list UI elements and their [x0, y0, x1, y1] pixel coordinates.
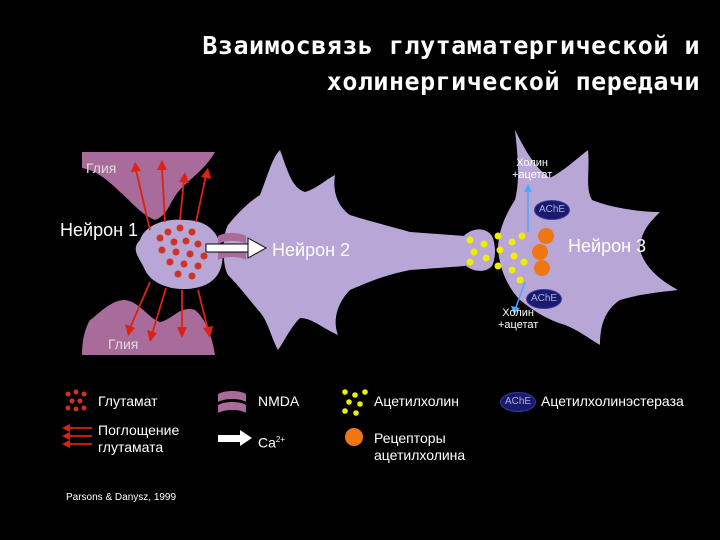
- glutamate-vesicles: [156, 224, 208, 280]
- legend-acetylcholine-label: Ацетилхолин: [374, 393, 459, 409]
- neuron-2-knob: [462, 229, 495, 271]
- legend-ach-receptors-label: Рецепторы ацетилхолина: [374, 430, 466, 463]
- neuron-1-label: Нейрон 1: [60, 220, 139, 240]
- neuron-2-label: Нейрон 2: [272, 240, 351, 260]
- legend-uptake-label: Поглощение глутамата: [98, 422, 180, 455]
- citation: Parsons & Danysz, 1999: [66, 492, 177, 503]
- legend-nmda-label: NMDA: [258, 393, 300, 409]
- legend-ache-badge: AChE: [500, 392, 536, 412]
- title-line-1: Взаимосвязь глутаматергической и: [202, 31, 700, 60]
- legend-glutamate-label: Глутамат: [98, 393, 158, 409]
- calcium-influx-arrow: [205, 237, 268, 259]
- legend-calcium-label: Ca2+: [258, 431, 285, 452]
- choline-acetate-top-label: Холин +ацетат: [512, 157, 553, 181]
- choline-acetate-bottom-label: Холин +ацетат: [498, 307, 539, 331]
- title-line-2: холинергической передачи: [326, 67, 700, 96]
- legend-nmda-glyph: [218, 391, 246, 413]
- legend-uptake-glyph: [62, 424, 92, 448]
- nmda-receptor-upper: [218, 233, 246, 244]
- acetylcholine-vesicles: [466, 232, 528, 284]
- legend-glutamate-glyph: [65, 389, 87, 412]
- ache-bottom-badge: AChE: [526, 289, 562, 309]
- legend-acetylcholine-glyph: [342, 389, 368, 416]
- glia-top: [82, 152, 215, 220]
- legend-ache-label: Ацетилхолинэстераза: [541, 393, 684, 409]
- legend-calcium-text: Ca: [258, 434, 276, 451]
- legend-receptor-glyph: [345, 428, 363, 446]
- neuron-3-label: Нейрон 3: [568, 236, 647, 256]
- glia-bottom-label: Глия: [108, 336, 139, 352]
- legend-calcium-glyph: [218, 430, 252, 446]
- acetylcholine-receptors: [532, 228, 554, 276]
- choline-arrowhead-bottom: [511, 306, 520, 314]
- choline-arrowhead-top: [524, 184, 532, 192]
- legend-calcium-sup: 2+: [275, 435, 286, 444]
- neuron-2-body: [223, 150, 465, 350]
- page-title: Взаимосвязь глутаматергической и холинер…: [0, 28, 700, 100]
- ache-top-badge: AChE: [534, 200, 570, 220]
- glia-bottom: [82, 300, 215, 355]
- glutamate-uptake-arrows: [125, 160, 213, 342]
- choline-arrow-bottom: [514, 281, 526, 311]
- glia-top-label: Глия: [86, 160, 117, 176]
